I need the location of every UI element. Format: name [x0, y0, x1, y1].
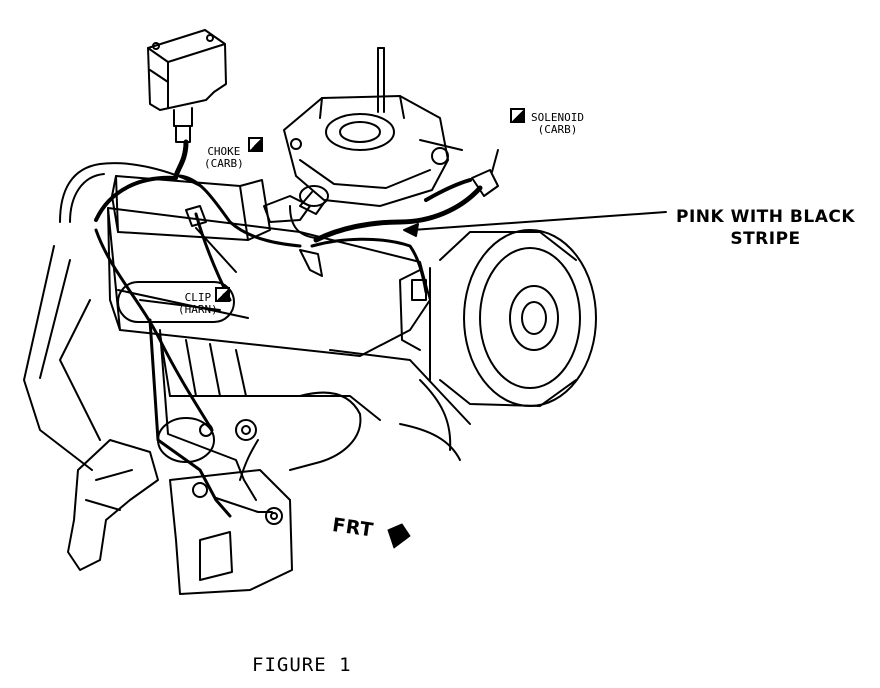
choke-label-line1: CHOKE: [207, 145, 241, 158]
engine-block: [23, 162, 471, 471]
solenoid-label: SOLENOID (CARB): [531, 112, 584, 136]
choke-symbol-icon: [248, 137, 263, 152]
starter: [157, 417, 293, 595]
solenoid-symbol-icon: [510, 108, 525, 123]
choke-label-line2: (CARB): [204, 157, 244, 170]
carb-solenoid: [424, 149, 499, 202]
wire-callout: PINK WITH BLACK STRIPE: [676, 206, 855, 250]
water-outlet: [67, 439, 159, 571]
front-arrow-icon: [387, 523, 411, 549]
wire-callout-leader: [411, 211, 667, 231]
choke-label: CHOKE (CARB): [204, 146, 244, 170]
carburetor: [283, 95, 463, 215]
solenoid-label-line1: SOLENOID: [531, 111, 584, 124]
upper-harness: [94, 174, 302, 248]
harness-clip: [185, 205, 237, 273]
air-cleaner-stud: [377, 47, 385, 113]
figure-caption: FIGURE 1: [252, 654, 352, 676]
clip-label-line1: CLIP: [184, 291, 212, 304]
alternator: [399, 229, 597, 407]
wire-callout-line2: STRIPE: [730, 229, 801, 249]
starter-harness: [94, 212, 283, 525]
solenoid-label-line2: (CARB): [537, 123, 578, 136]
clip-symbol-icon: [215, 287, 230, 302]
clip-label: CLIP (HARN): [178, 292, 218, 316]
clip-label-line2: (HARN): [178, 303, 218, 316]
wire-callout-arrow: [403, 223, 419, 237]
wire-callout-line1: PINK WITH BLACK: [676, 207, 856, 227]
ecm-module: [147, 29, 227, 179]
